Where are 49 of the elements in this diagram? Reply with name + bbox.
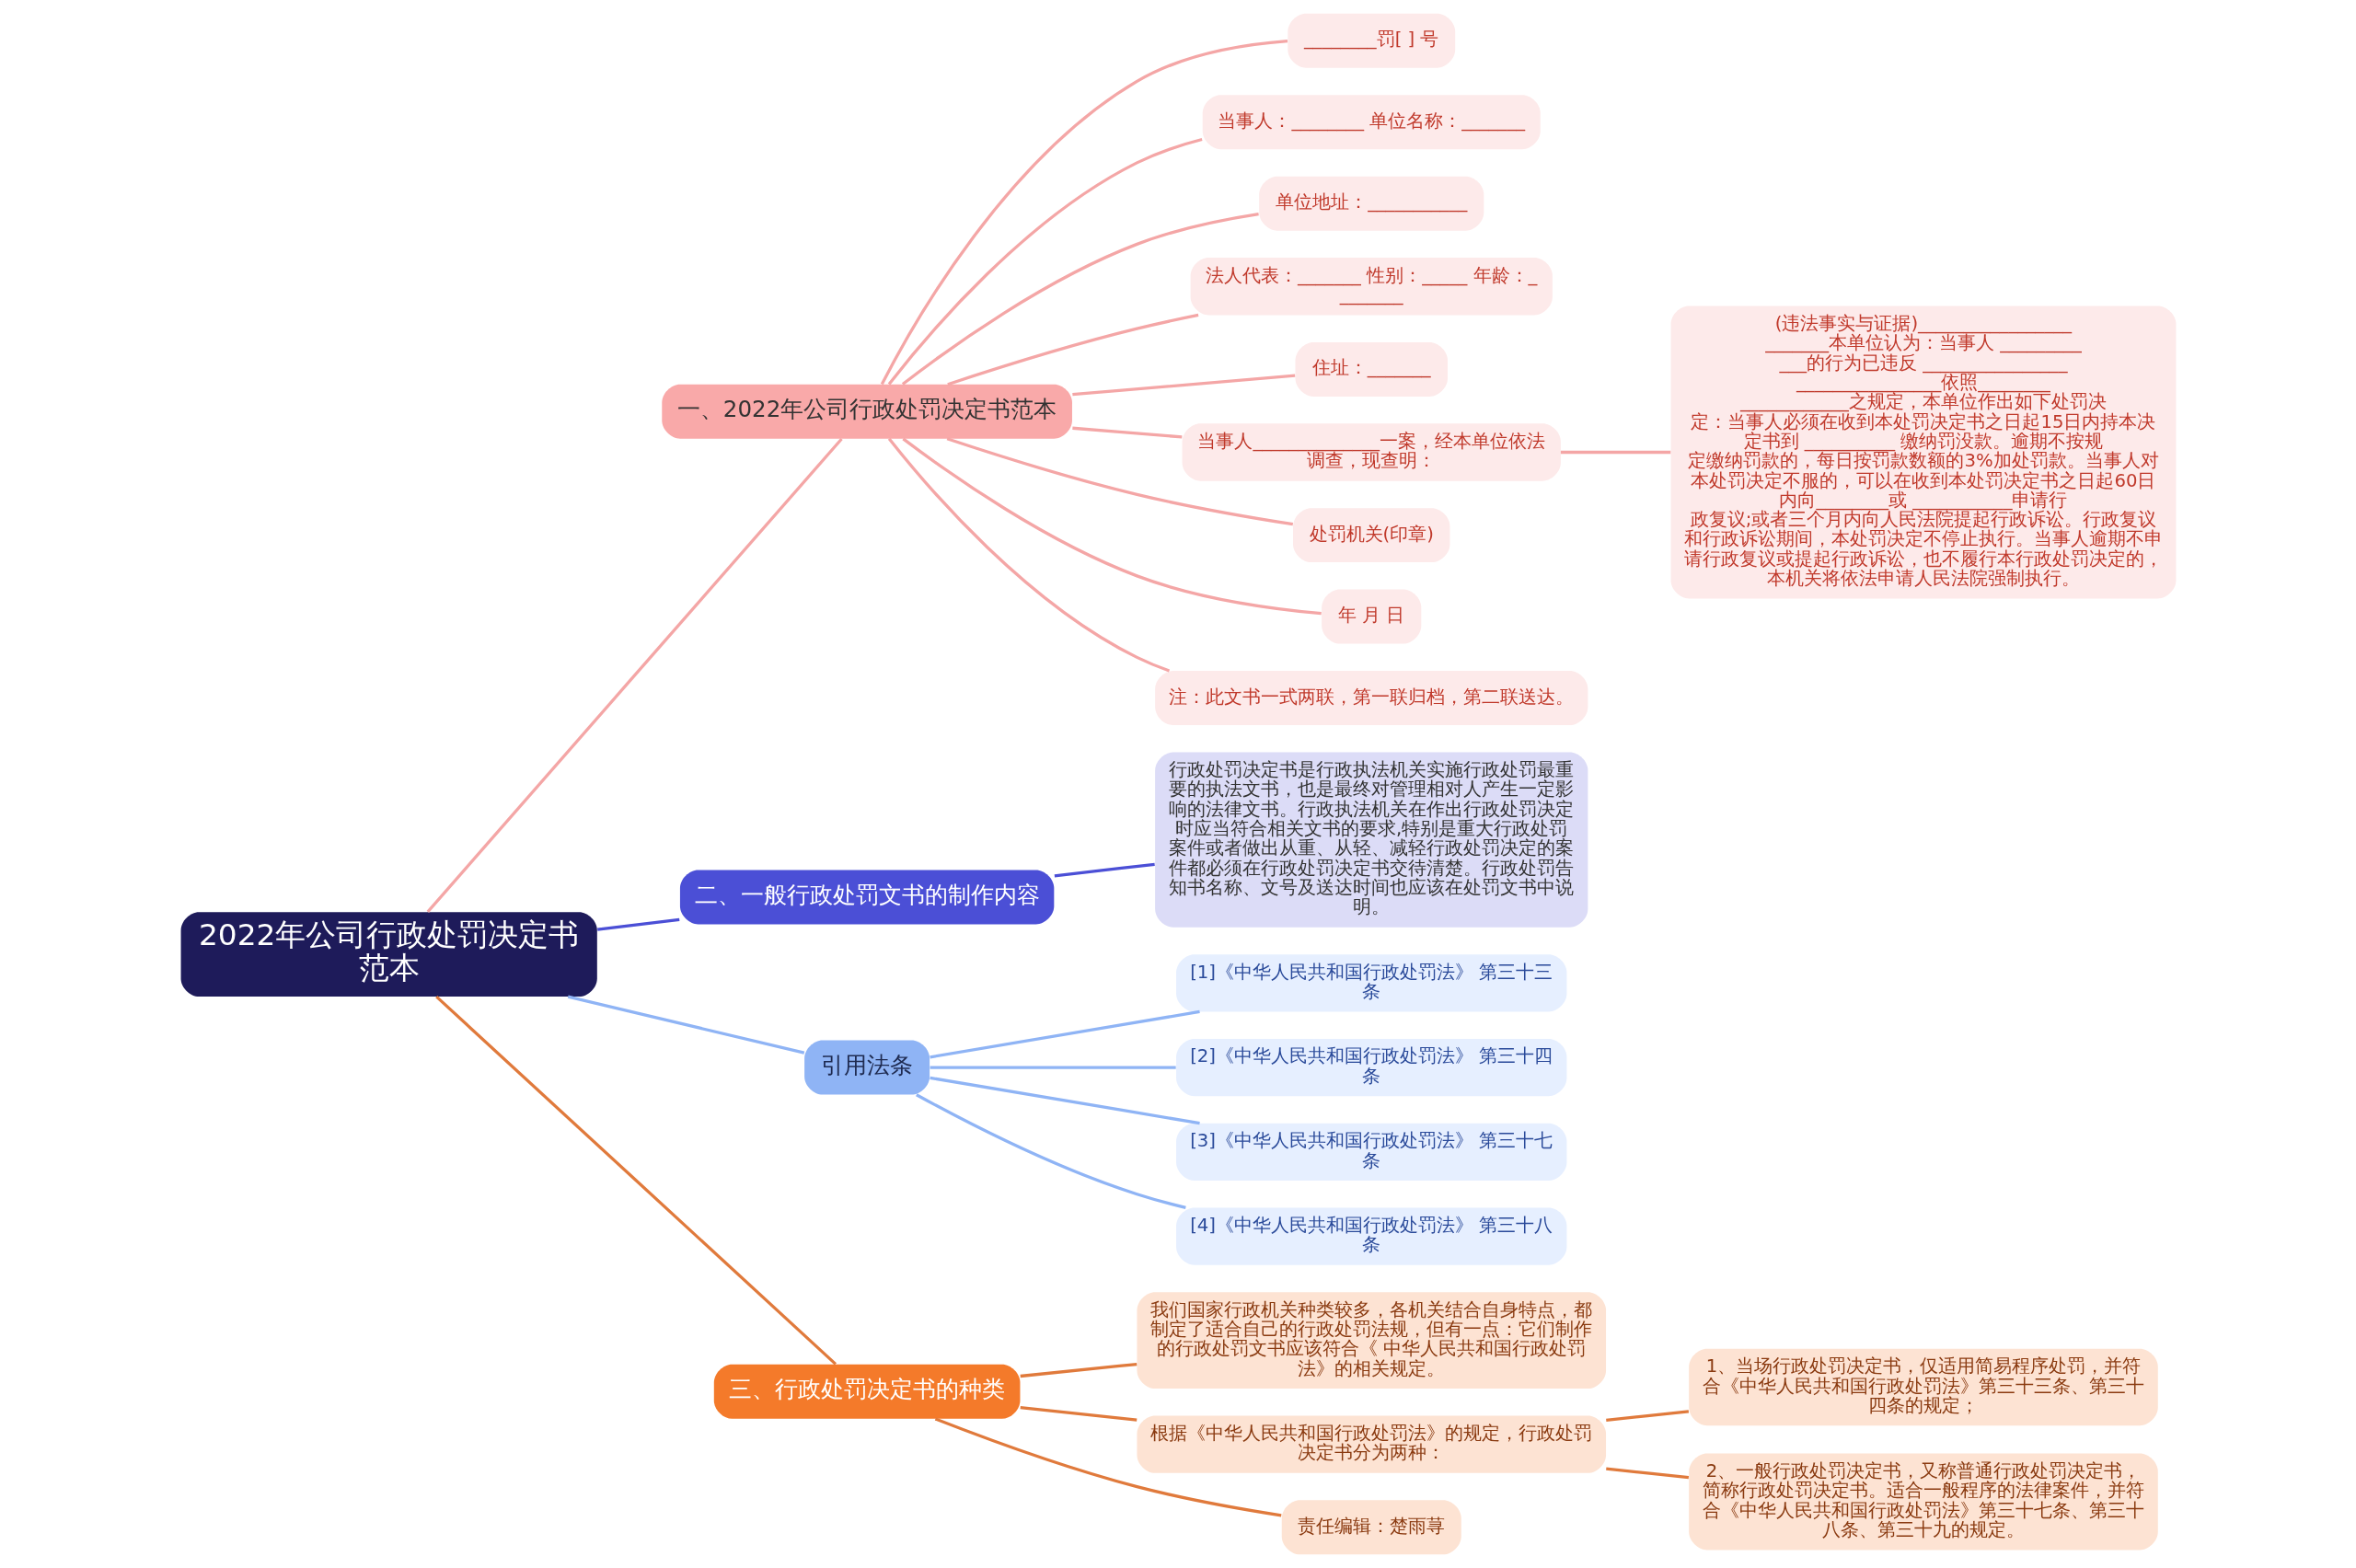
- node-box: 我们国家行政机关种类较多，各机关结合自身特点，都制定了适合自己的行政处罚法规，但有一点：它们制作的行政处罚文书应该符合《 中华人民共和国行政处罚法》的相关规定。: [1136, 1292, 1606, 1389]
- node-box: 注：此文书一式两联，第一联归档，第二联送达。: [1154, 671, 1588, 726]
- connector: [1560, 450, 1670, 455]
- node-box: 行政处罚决定书是行政执法机关实施行政处罚最重要的执法文书，也是最终对管理相对人产生一定影响的法律文书。行政执法机关在作出行政处罚决定时应当符合相关文书的要求,特别是重大行政处罚案件或者做出从重、从轻、减轻行政处罚决定的案件都必须在行政处罚决定书交待清楚。行政处罚告知书名称、文号及送达时间也应该在处罚文书中说明。: [1154, 752, 1588, 928]
- node-box: 1、当场行政处罚决定书，仅适用简易程序处罚，并符合《中华人民共和国行政处罚法》第三十三条、第三十四条的规定；: [1688, 1348, 2158, 1426]
- connector: [901, 213, 1259, 386]
- node-box: [3]《中华人民共和国行政处罚法》 第三十七条: [1175, 1123, 1566, 1181]
- connector: [934, 1417, 1281, 1517]
- connector: [946, 313, 1198, 386]
- node-box: [4]《中华人民共和国行政处罚法》 第三十八条: [1175, 1207, 1566, 1265]
- connector: [434, 995, 837, 1366]
- node-box: 责任编辑：楚雨荨: [1281, 1500, 1461, 1555]
- node-box: 当事人：________ 单位名称：_______: [1202, 95, 1541, 150]
- connector: [887, 437, 1170, 673]
- node-box: 年 月 日: [1321, 589, 1421, 644]
- connector: [946, 437, 1293, 526]
- connector: [1054, 862, 1155, 878]
- connector: [1071, 426, 1182, 439]
- connector: [880, 39, 1288, 386]
- node-box: [1]《中华人民共和国行政处罚法》 第三十三条: [1175, 954, 1566, 1012]
- connector: [1605, 1410, 1689, 1422]
- connector: [596, 917, 679, 931]
- connector: [929, 1009, 1200, 1059]
- node-box: ________罚[ ] 号: [1287, 13, 1455, 68]
- node-box: 引用法条: [803, 1040, 930, 1095]
- connector: [1020, 1362, 1137, 1378]
- connector: [567, 995, 804, 1055]
- connector: [1071, 374, 1295, 397]
- node-box: 一、2022年公司行政处罚决定书范本: [661, 384, 1072, 439]
- node-box: 2、一般行政处罚决定书，又称普通行政处罚决定书，简称行政处罚决定书。适合一般程序的法律案件，并符合《中华人民共和国行政处罚法》第三十七条、第三十八条、第三十九的规定。: [1688, 1453, 2158, 1551]
- node-box: (违法事实与证据)________________________本单位认为：当事人 ____________的行为已违反 ________________________________依照____________________之规定，本单位作出如下处罚决定：当事人必须在收到本处罚决定书之日起15日内持本决定书到 __________ 缴纳罚没款。逾期不按规定缴纳罚款的，每日按罚款数额的3%加处罚款。当事人对本处罚决定不服的，可以在收到本处罚决定书之日起60日内向________或 ___________申请行政复议;或者三个月内向人民法院提起行政诉讼。行政复议和行政诉讼期间，本处罚决定不停止执行。当事人逾期不申请行政复议或提起行政诉讼，也不履行本行政处罚决定的，本机关将依法申请人民法院强制执行。: [1670, 306, 2176, 599]
- connector: [930, 1066, 1176, 1069]
- connector: [1020, 1406, 1137, 1422]
- node-box: 法人代表：_______ 性别：_____ 年龄：________: [1190, 258, 1553, 316]
- node-box: 单位地址：___________: [1258, 176, 1484, 231]
- connector: [887, 137, 1203, 386]
- node-box: 根据《中华人民共和国行政处罚法》的规定，行政处罚决定书分为两种：: [1136, 1415, 1606, 1473]
- connector: [1605, 1467, 1689, 1480]
- node-box: 二、一般行政处罚文书的制作内容: [679, 870, 1054, 925]
- connector: [901, 437, 1322, 616]
- node-box: 三、行政处罚决定书的种类: [713, 1364, 1020, 1419]
- connector: [929, 1076, 1200, 1125]
- node-box: 2022年公司行政处罚决定书范本: [180, 912, 597, 997]
- connector: [426, 437, 843, 913]
- node-box: 住址：_______: [1295, 341, 1448, 397]
- node-box: 处罚机关(印章): [1292, 508, 1449, 563]
- node-box: 当事人______________一案，经本单位依法调查，现查明：: [1182, 423, 1561, 481]
- node-box: [2]《中华人民共和国行政处罚法》 第三十四条: [1175, 1038, 1566, 1097]
- connector: [915, 1093, 1186, 1209]
